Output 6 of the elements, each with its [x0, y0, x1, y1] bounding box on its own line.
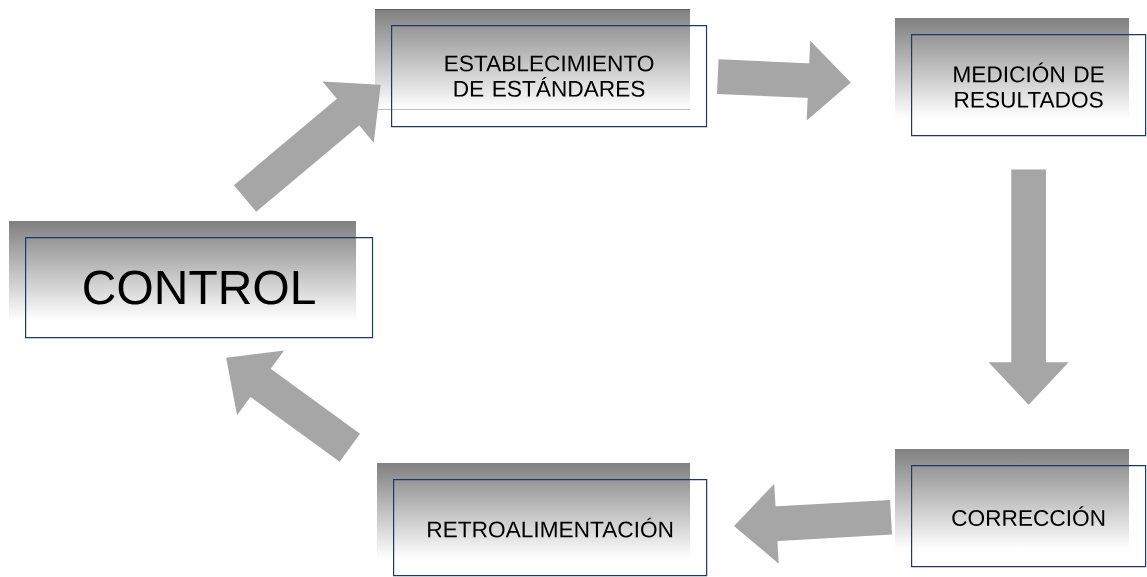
process-box: ESTABLECIMIENTO DE ESTÁNDARES	[375, 9, 708, 128]
process-box: RETROALIMENTACIÓN	[377, 463, 708, 577]
process-box: CONTROL	[9, 221, 374, 339]
block-arrow	[233, 81, 381, 212]
process-box: MEDICIÓN DE RESULTADOS	[895, 18, 1147, 137]
process-box: CORRECCIÓN	[895, 449, 1147, 568]
